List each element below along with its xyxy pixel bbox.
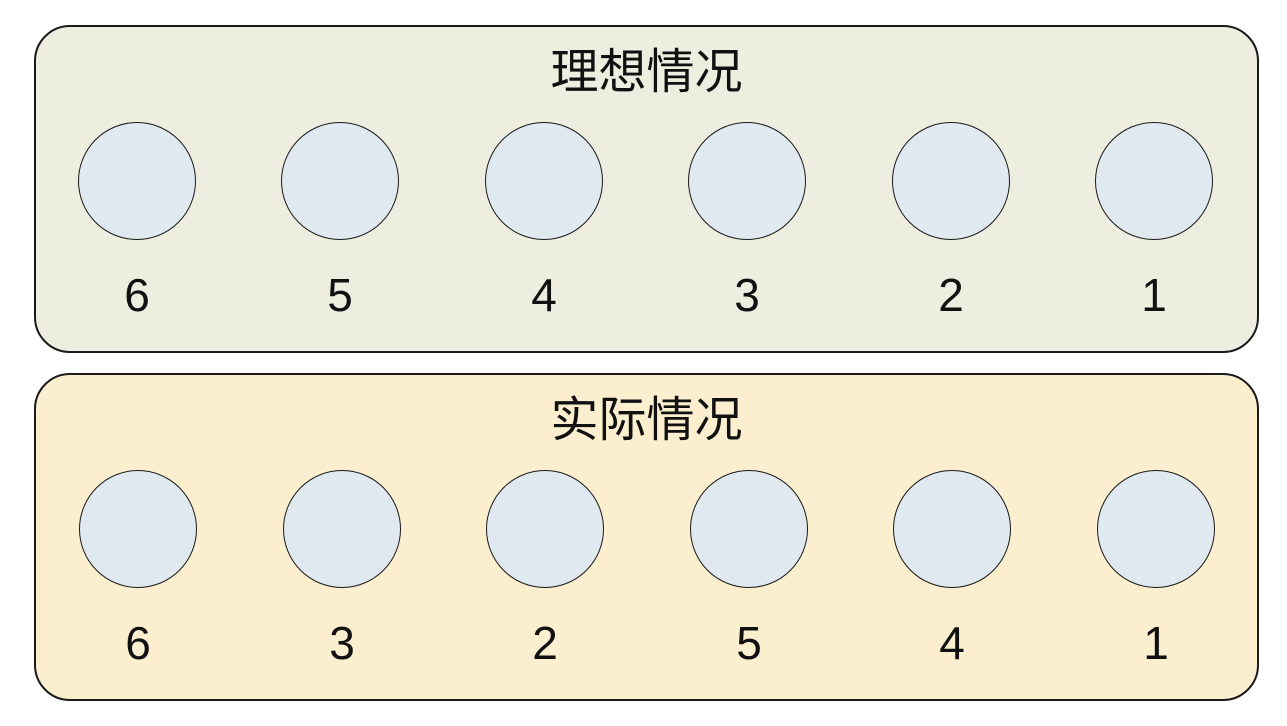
ideal-circle-4	[688, 122, 806, 240]
ideal-circle-6	[1095, 122, 1213, 240]
actual-circle-6	[1097, 470, 1215, 588]
actual-panel: 实际情况 6 3 2 5 4 1	[34, 373, 1259, 701]
ideal-circle-2	[281, 122, 399, 240]
ideal-panel-title: 理想情况	[550, 44, 743, 100]
ideal-number-1: 6	[124, 269, 150, 321]
actual-number-6: 1	[1143, 617, 1169, 669]
actual-circle-1	[79, 470, 197, 588]
ideal-number-2: 5	[327, 269, 353, 321]
ideal-circle-1	[78, 122, 196, 240]
actual-circle-4	[690, 470, 808, 588]
ideal-number-4: 3	[734, 269, 760, 321]
ideal-number-6: 1	[1141, 269, 1167, 321]
actual-panel-title: 实际情况	[550, 392, 743, 448]
actual-circle-5	[893, 470, 1011, 588]
actual-circle-3	[486, 470, 604, 588]
ideal-circle-3	[485, 122, 603, 240]
actual-circle-2	[283, 470, 401, 588]
ideal-number-3: 4	[531, 269, 557, 321]
actual-number-4: 5	[736, 617, 762, 669]
actual-number-3: 2	[532, 617, 558, 669]
ideal-number-5: 2	[938, 269, 964, 321]
actual-number-1: 6	[125, 617, 151, 669]
actual-number-5: 4	[939, 617, 965, 669]
ideal-circle-5	[892, 122, 1010, 240]
ideal-panel: 理想情况 6 5 4 3 2 1	[34, 25, 1259, 353]
actual-number-2: 3	[329, 617, 355, 669]
